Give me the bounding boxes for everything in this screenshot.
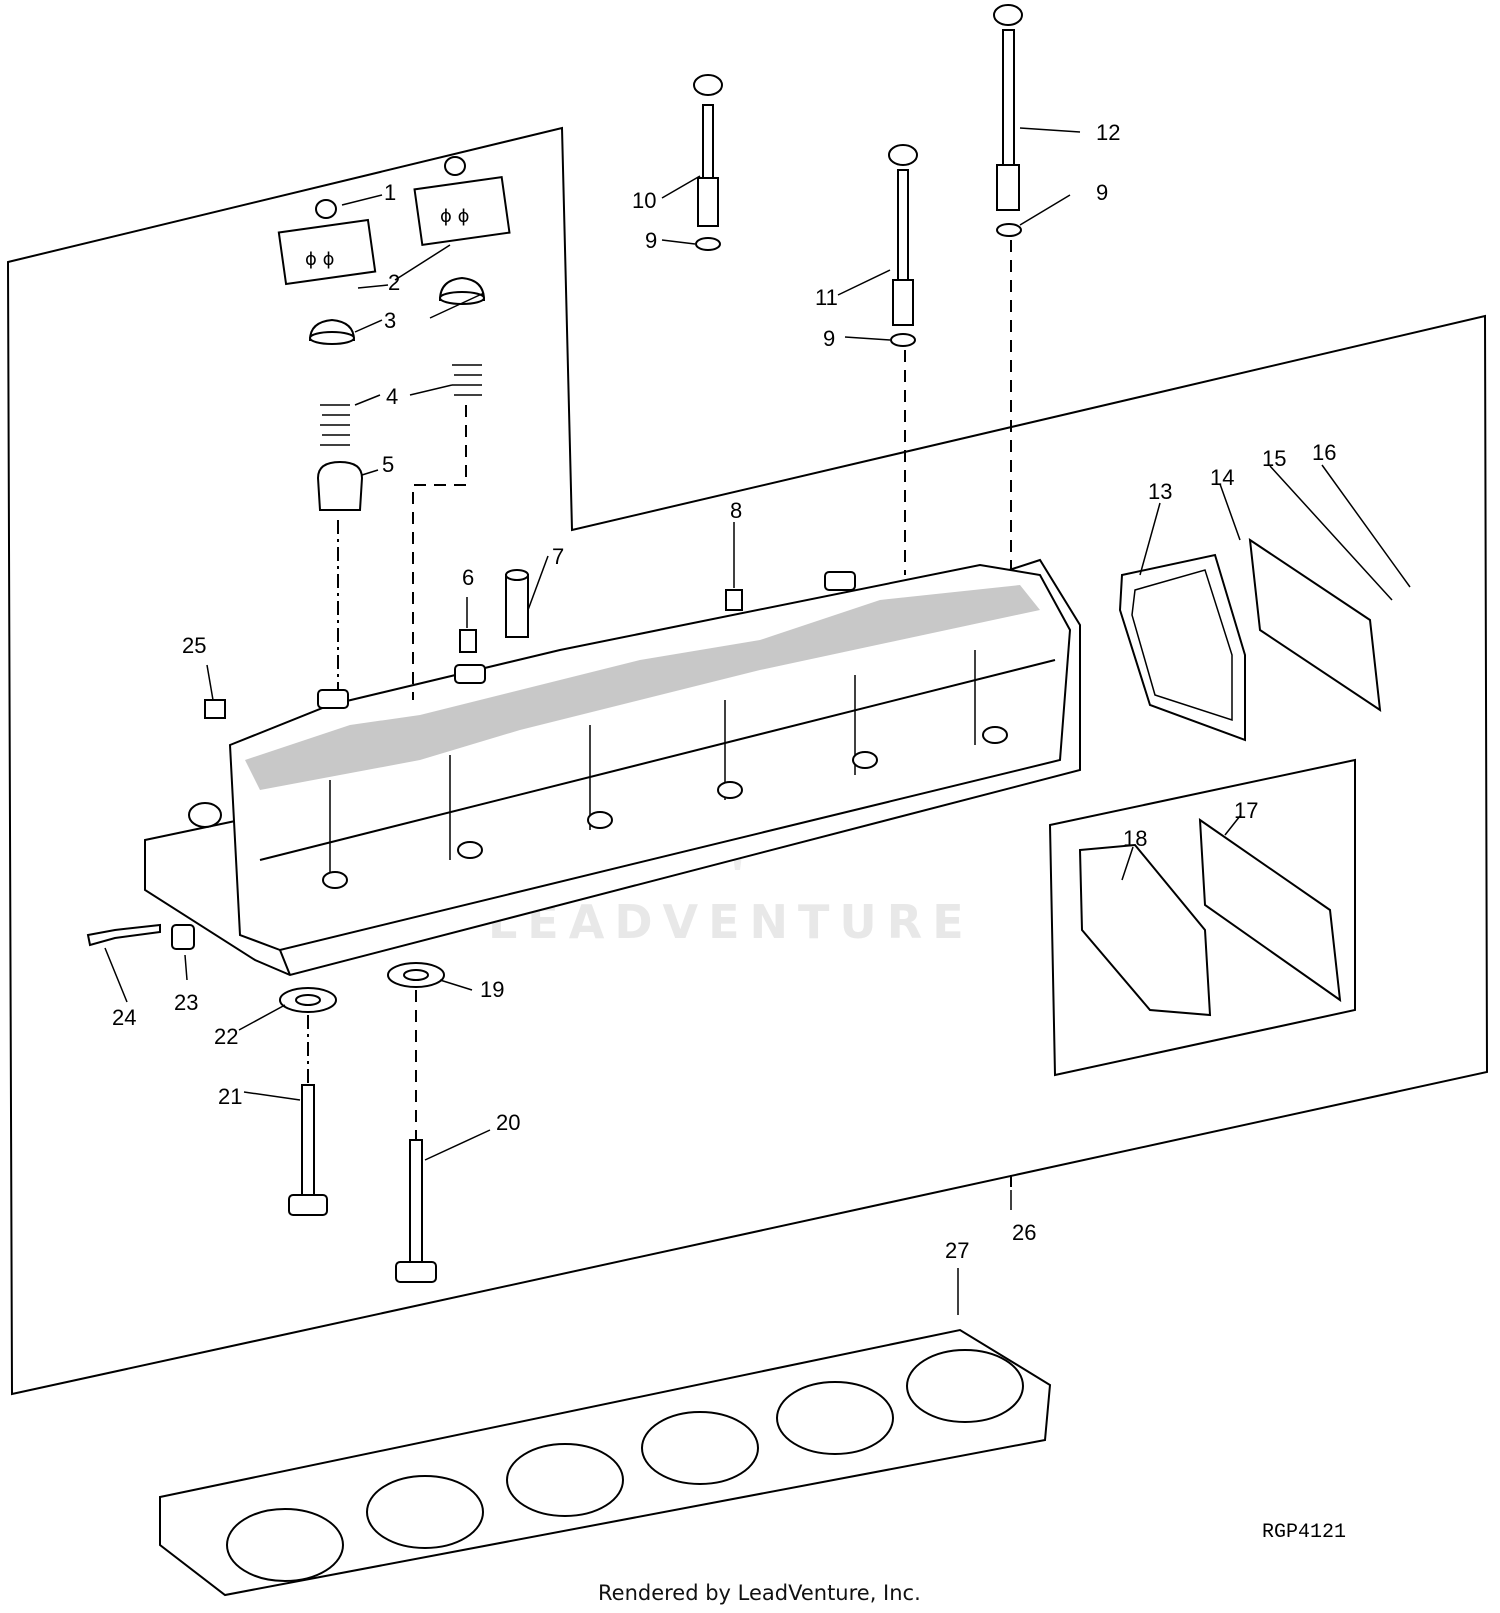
callout-1: 1	[384, 180, 396, 205]
callout-21: 21	[218, 1084, 242, 1109]
spring-cap	[316, 460, 364, 511]
callout-13: 13	[1148, 479, 1172, 504]
side-cover-upper-group	[1118, 537, 1382, 742]
head-gasket	[159, 1328, 1052, 1597]
callout-9c: 9	[1096, 180, 1108, 205]
callout-4: 4	[386, 384, 398, 409]
callout-17: 17	[1234, 798, 1258, 823]
callout-10: 10	[632, 188, 656, 213]
callout-24: 24	[112, 1005, 136, 1030]
callout-labels: 1 2 3 4 5 6 7 8 9 9 9 10 11 12 13 14 15 …	[112, 120, 1336, 1263]
cylinder-head-body	[144, 558, 1081, 977]
callout-7: 7	[552, 544, 564, 569]
callout-8: 8	[730, 498, 742, 523]
callout-3: 3	[384, 308, 396, 333]
callout-9a: 9	[645, 228, 657, 253]
valve-rotators	[308, 276, 486, 345]
callout-20: 20	[496, 1110, 520, 1135]
callout-22: 22	[214, 1024, 238, 1049]
callout-9b: 9	[823, 326, 835, 351]
valve-cap-cards: ϕ ϕ ϕ ϕ	[277, 176, 511, 286]
callout-19: 19	[480, 977, 504, 1002]
callout-16: 16	[1312, 440, 1336, 465]
callout-6: 6	[462, 565, 474, 590]
callout-2: 2	[388, 270, 400, 295]
svg-text:ϕ ϕ: ϕ ϕ	[305, 249, 334, 270]
callout-26: 26	[1012, 1220, 1036, 1245]
callout-12: 12	[1096, 120, 1120, 145]
assembly-lines	[307, 240, 1012, 1190]
leader-lines	[104, 127, 1411, 1315]
seals-and-studs	[279, 962, 445, 1283]
callout-15: 15	[1262, 446, 1286, 471]
callout-18: 18	[1123, 826, 1147, 851]
callout-11: 11	[815, 285, 838, 310]
callout-14: 14	[1210, 465, 1234, 490]
figure-code: RGP4121	[1262, 1521, 1346, 1544]
side-cover-lower-panel	[1048, 758, 1356, 1077]
render-credit: Rendered by LeadVenture, Inc.	[598, 1581, 921, 1605]
assembly-panel-outline	[6, 126, 1489, 1396]
dowel-and-plugs	[86, 569, 743, 950]
valve-springs	[320, 364, 482, 446]
valve-retainer-locks	[315, 156, 466, 219]
callout-5: 5	[382, 452, 394, 477]
callout-25: 25	[182, 633, 206, 658]
push-rods	[693, 4, 1023, 347]
callout-23: 23	[174, 990, 198, 1015]
svg-text:ϕ ϕ: ϕ ϕ	[440, 206, 469, 227]
callout-27: 27	[945, 1238, 969, 1263]
